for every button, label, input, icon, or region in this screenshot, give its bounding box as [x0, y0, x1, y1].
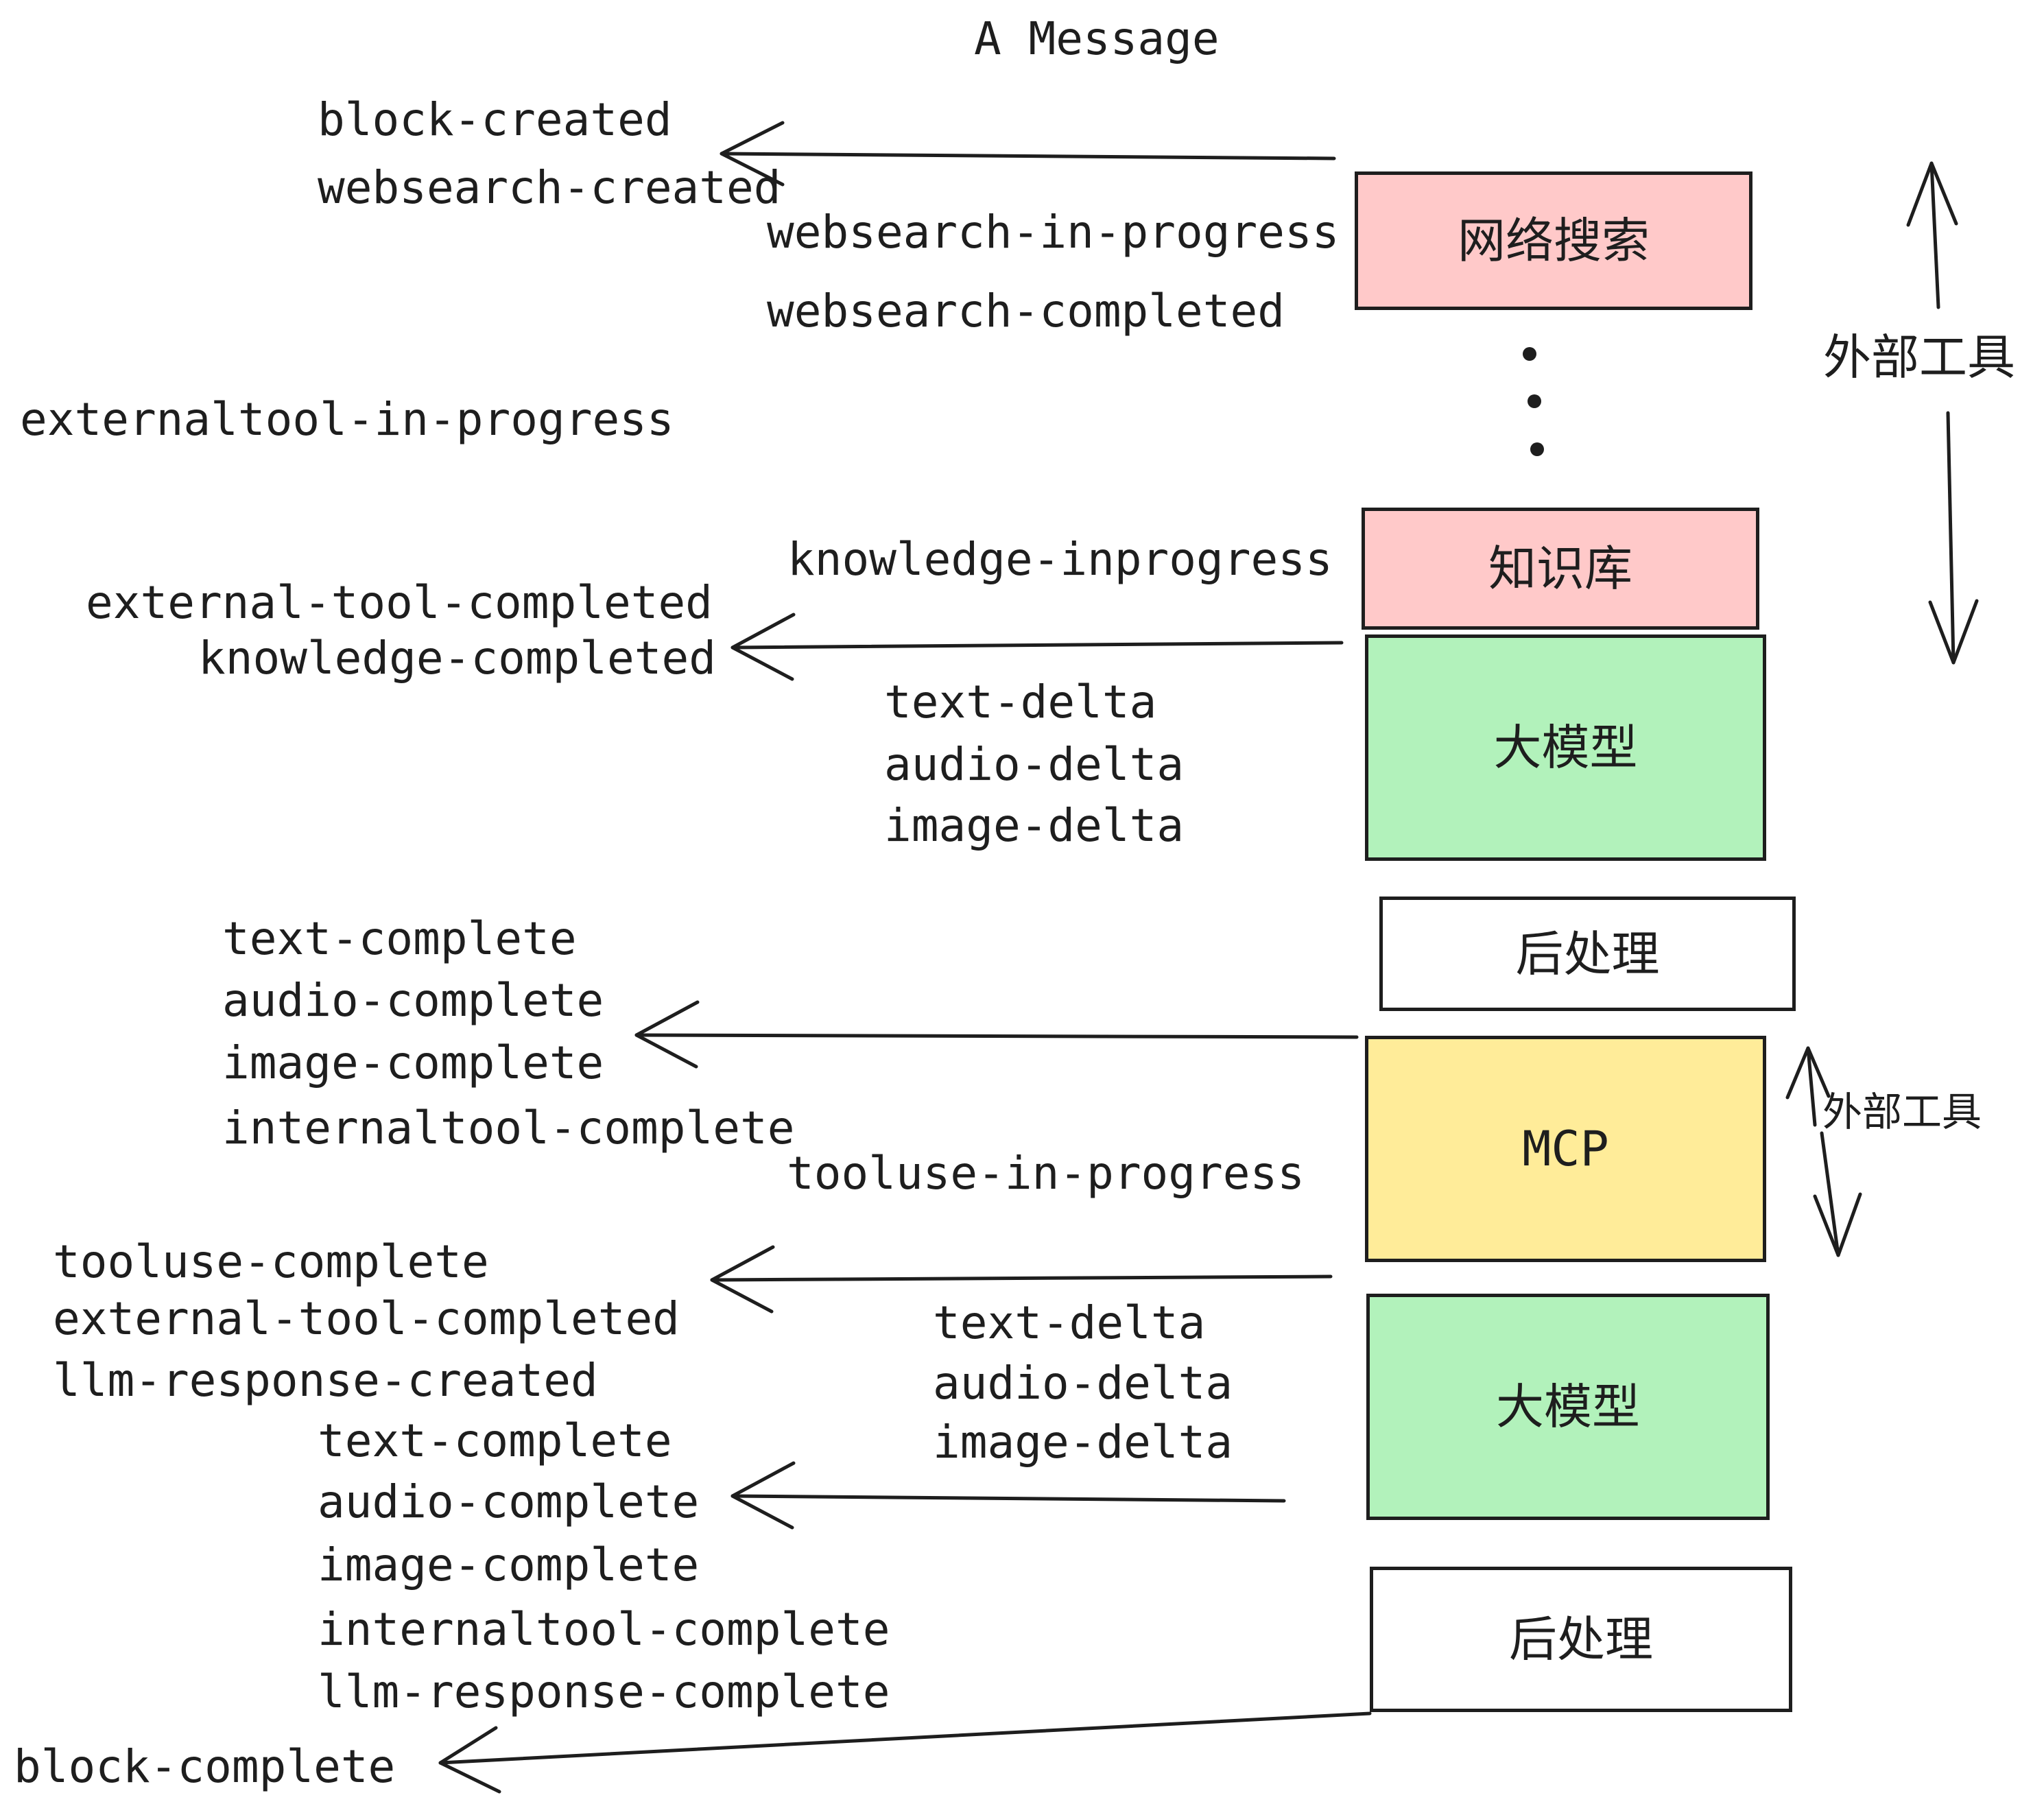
event-tooluse-complete: tooluse-complete: [53, 1235, 489, 1288]
arrow-to-block-created: [720, 121, 1336, 187]
event-llm-response-created: llm-response-created: [53, 1354, 598, 1407]
external-tools-label-top: 外部工具: [1823, 329, 2015, 385]
arrow-to-knowledge-completed: [730, 613, 1344, 681]
event-audio-complete-2: audio-complete: [318, 1475, 700, 1528]
node-llm-1: 大模型: [1365, 634, 1766, 861]
node-knowledge-label: 知识库: [1488, 541, 1632, 597]
event-text-delta-1: text-delta: [884, 676, 1157, 728]
event-text-complete-2: text-complete: [318, 1414, 672, 1467]
event-websearch-created: websearch-created: [318, 161, 781, 214]
node-llm-1-label: 大模型: [1493, 720, 1638, 776]
event-block-complete: block-complete: [14, 1740, 396, 1793]
event-image-complete-2: image-complete: [318, 1539, 700, 1591]
event-image-delta-1: image-delta: [884, 799, 1185, 852]
diagram-title: A Message: [974, 12, 1220, 65]
event-image-complete-1: image-complete: [222, 1036, 604, 1089]
event-block-created: block-created: [318, 93, 672, 146]
event-knowledge-inprogress: knowledge-inprogress: [787, 533, 1333, 586]
arrow-to-image-complete: [634, 1000, 1359, 1069]
external-tools-down-arrow: [1928, 411, 1979, 665]
node-post-process-2-label: 后处理: [1509, 1611, 1653, 1667]
event-audio-delta-1: audio-delta: [884, 738, 1185, 791]
event-internaltool-complete-2: internaltool-complete: [318, 1603, 890, 1656]
event-image-delta-2: image-delta: [933, 1416, 1233, 1469]
mcp-external-tools-down-arrow: [1813, 1131, 1862, 1257]
node-post-process-2: 后处理: [1370, 1567, 1792, 1712]
arrow-to-block-complete: [438, 1711, 1372, 1794]
event-audio-complete-1: audio-complete: [222, 974, 604, 1027]
node-llm-2: 大模型: [1366, 1294, 1770, 1520]
node-post-process-1-label: 后处理: [1515, 925, 1660, 982]
node-mcp: MCP: [1365, 1036, 1766, 1262]
external-tools-up-arrow: [1906, 161, 1958, 309]
event-websearch-in-progress: websearch-in-progress: [767, 206, 1340, 259]
node-mcp-label: MCP: [1522, 1121, 1609, 1177]
event-externaltool-in-progress: externaltool-in-progress: [20, 393, 674, 446]
event-external-tool-completed: external-tool-completed: [86, 576, 713, 629]
node-knowledge: 知识库: [1362, 508, 1759, 630]
event-internaltool-complete-1: internaltool-complete: [222, 1102, 795, 1154]
node-websearch-label: 网络搜索: [1458, 213, 1650, 269]
event-knowledge-completed: knowledge-completed: [198, 632, 716, 685]
event-tooluse-in-progress: tooluse-in-progress: [787, 1147, 1305, 1200]
node-llm-2-label: 大模型: [1496, 1379, 1640, 1435]
arrow-to-audio-complete: [730, 1461, 1286, 1530]
event-websearch-completed: websearch-completed: [767, 285, 1285, 337]
node-post-process-1: 后处理: [1379, 897, 1796, 1011]
event-text-delta-2: text-delta: [933, 1296, 1206, 1349]
event-audio-delta-2: audio-delta: [933, 1357, 1233, 1410]
external-tools-label-mcp: 外部工具: [1822, 1089, 1982, 1135]
node-websearch: 网络搜索: [1355, 171, 1752, 310]
event-llm-response-complete: llm-response-complete: [318, 1665, 890, 1718]
event-external-tool-completed-2: external-tool-completed: [53, 1292, 680, 1345]
event-text-complete-1: text-complete: [222, 912, 577, 965]
vertical-ellipsis-dots: [1523, 347, 1544, 456]
